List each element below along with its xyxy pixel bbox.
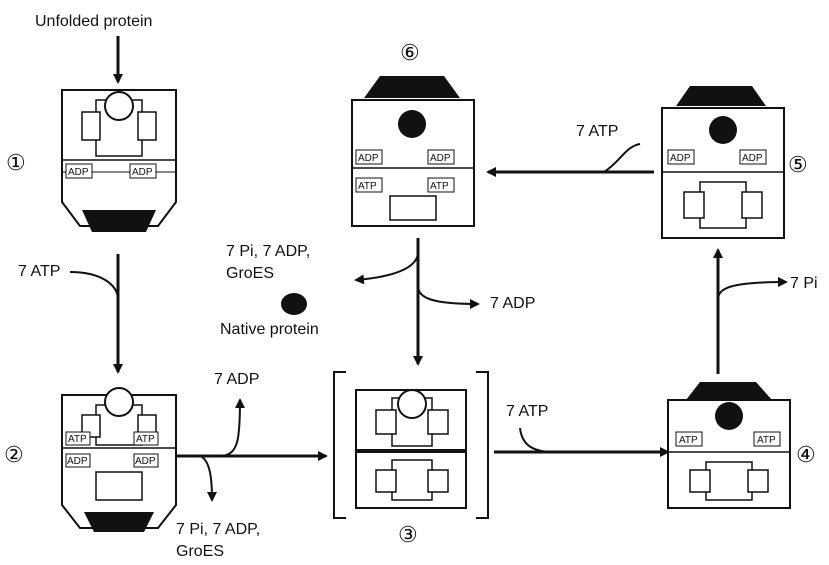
release-curve-from-state-6 [356, 252, 418, 280]
release-label-from-state-6-line1: 7 Pi, 7 ADP, [226, 243, 310, 260]
state-3-left-bracket [334, 372, 346, 518]
state-3-right-bracket [476, 372, 488, 518]
atp-entry-curve-1-to-2 [70, 272, 118, 300]
adp-release-curve-2-to-3 [222, 400, 240, 456]
state-2-number: ② [4, 442, 24, 467]
release-curve-from-state-2 [200, 456, 212, 500]
state-1-number: ① [6, 150, 26, 175]
atp-entry-curve-3-to-4 [520, 428, 554, 452]
state-5-upper-left-nucleotide: ADP [670, 153, 691, 164]
state-6-groes-lid [364, 76, 460, 98]
release-label-from-state-2-line2: GroES [176, 543, 224, 560]
state-4-chaperonin: ATP ATP [668, 382, 790, 508]
adp-label-6-to-3: 7 ADP [490, 295, 535, 312]
state-4-folding-protein [715, 402, 743, 430]
state-5-number: ⑤ [788, 152, 808, 177]
state-5-groes-lid [676, 86, 766, 106]
atp-label-3-to-4: 7 ATP [506, 403, 548, 420]
state-5-upper-right-nucleotide: ADP [742, 153, 763, 164]
state-6-upper-left-nucleotide: ADP [358, 153, 379, 164]
state-3-protein [398, 390, 426, 418]
pi-label-4-to-5: 7 Pi [790, 275, 818, 292]
release-label-from-state-6-line2: GroES [226, 265, 274, 282]
state-4-right-nucleotide: ATP [757, 435, 776, 446]
native-protein-blob [281, 293, 307, 315]
atp-label-5-to-6: 7 ATP [576, 123, 618, 140]
state-1-chaperonin: ADP ADP [62, 90, 176, 232]
adp-release-curve-6-to-3 [418, 286, 478, 304]
state-3-number: ③ [398, 522, 418, 547]
state-2-groes-lid [84, 512, 154, 532]
state-2-chaperonin: ATP ATP ADP ADP [62, 388, 176, 532]
atp-label-1-to-2: 7 ATP [18, 263, 60, 280]
state-6-chaperonin: ADP ADP ATP ATP [352, 76, 474, 226]
state-2-upper-left-nucleotide: ATP [68, 434, 87, 445]
state-1-top-right-nucleotide: ADP [132, 167, 153, 178]
state-2-upper-right-nucleotide: ATP [136, 434, 155, 445]
state-6-folded-protein [398, 110, 426, 138]
state-1-groes-lid [82, 210, 156, 232]
state-4-groes-lid [686, 382, 772, 400]
state-2-protein [105, 388, 133, 416]
state-6-lower-right-nucleotide: ATP [430, 181, 449, 192]
state-5-folding-protein [709, 116, 737, 144]
state-5-chaperonin: ADP ADP [662, 86, 784, 238]
state-3-chaperonin [334, 372, 488, 518]
state-6-upper-right-nucleotide: ADP [430, 153, 451, 164]
unfolded-protein-ball [105, 92, 133, 120]
release-label-from-state-2-line1: 7 Pi, 7 ADP, [176, 521, 260, 538]
state-4-number: ④ [796, 442, 816, 467]
pi-release-curve-4-to-5 [718, 282, 786, 300]
unfolded-protein-label: Unfolded protein [35, 13, 152, 30]
state-6-number: ⑥ [400, 40, 420, 65]
state-6-lower-left-nucleotide: ATP [358, 181, 377, 192]
adp-label-2-to-3: 7 ADP [214, 371, 259, 388]
state-2-lower-left-nucleotide: ADP [67, 456, 88, 467]
state-1-top-left-nucleotide: ADP [68, 167, 89, 178]
atp-entry-curve-5-to-6 [604, 144, 640, 172]
state-2-lower-right-nucleotide: ADP [135, 456, 156, 467]
state-4-left-nucleotide: ATP [679, 435, 698, 446]
native-protein-label: Native protein [220, 321, 319, 338]
